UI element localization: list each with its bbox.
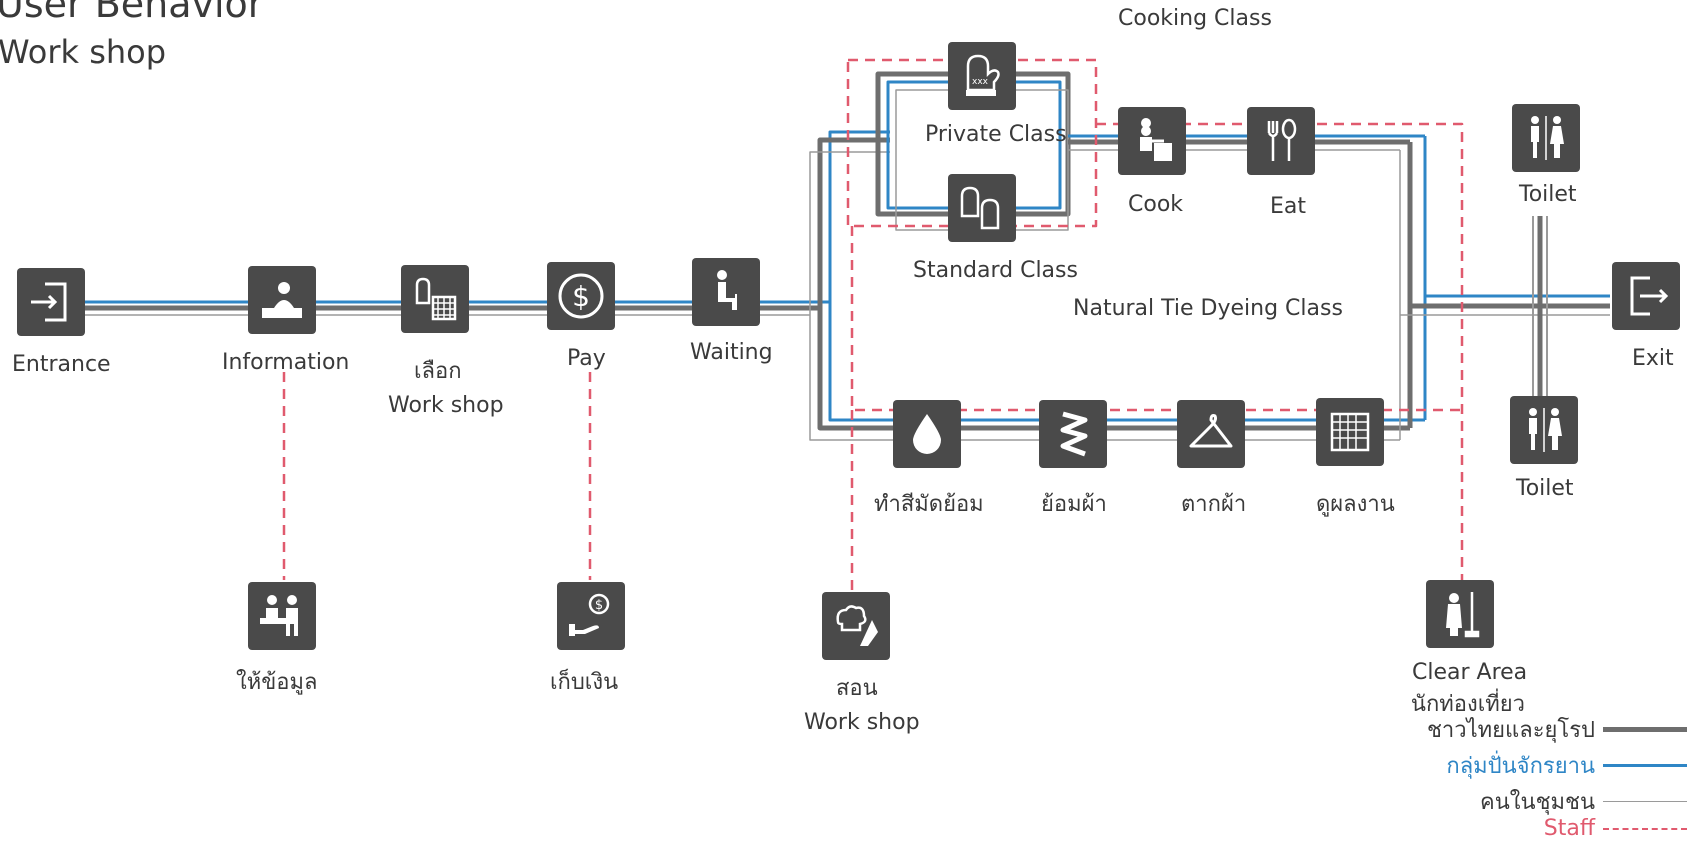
choose-workshop-node — [401, 265, 469, 333]
page-title: User Behavior — [0, 0, 264, 26]
svg-text:xxx: xxx — [972, 77, 989, 87]
teach-sub-label: Work shop — [804, 710, 920, 735]
legend-swatch-cyclist — [1603, 764, 1687, 767]
dollar-coin-icon: $ — [558, 273, 604, 319]
twisted-fabric-icon — [1060, 411, 1088, 457]
seated-person-icon — [717, 270, 737, 310]
legend-label: นักท่องเที่ยว — [1410, 692, 1525, 717]
entrance-node — [17, 268, 85, 336]
hanger-icon — [1189, 414, 1233, 448]
private-class-label: Private Class — [925, 122, 1067, 147]
clear-area-label: Clear Area — [1412, 660, 1528, 685]
information-node — [248, 266, 316, 334]
exit-door-icon — [1630, 276, 1669, 316]
choose-label: เลือก — [414, 359, 462, 384]
legend-item-tourist-heading: นักท่องเที่ยว — [1411, 686, 1525, 721]
right-join — [1399, 136, 1610, 440]
pay-label: Pay — [567, 346, 606, 371]
view-work-node — [1316, 398, 1384, 466]
view-work-label: ดูผลงาน — [1316, 492, 1395, 517]
legend-swatch-staff — [1603, 827, 1687, 830]
workshop-choice-icon — [415, 277, 457, 321]
water-drop-icon — [913, 414, 941, 454]
dry-fabric-node — [1177, 400, 1245, 468]
give-info-node — [248, 582, 316, 650]
dry-fabric-label: ตากผ้า — [1181, 492, 1247, 517]
collect-money-label: เก็บเงิน — [550, 670, 619, 695]
cook-label: Cook — [1128, 192, 1184, 217]
legend-label: ชาวไทยและยุโรป — [1426, 718, 1595, 743]
legend-label: คนในชุมชน — [1480, 790, 1595, 815]
waiting-node — [692, 258, 760, 326]
dye-fabric-node — [1039, 400, 1107, 468]
page-subtitle: Work shop — [0, 33, 167, 71]
restroom-icon — [1529, 408, 1562, 452]
waiting-label: Waiting — [690, 340, 773, 365]
eat-node — [1247, 107, 1315, 175]
chef-hat-icon — [836, 605, 878, 646]
legend-label: กลุ่มปั่นจักรยาน — [1446, 754, 1595, 779]
teach-label: สอน — [836, 676, 878, 701]
exit-label: Exit — [1632, 346, 1674, 371]
dyeing-class-title: Natural Tie Dyeing Class — [1073, 296, 1343, 321]
legend-swatch-tourist — [1603, 727, 1687, 732]
dye-color-node — [893, 400, 961, 468]
choose-sub-label: Work shop — [388, 393, 504, 418]
chef-cooking-icon — [1140, 118, 1172, 161]
private-class-node: xxx — [948, 42, 1016, 110]
toilet-top-node — [1512, 104, 1580, 172]
entrance-door-icon — [31, 282, 67, 322]
give-info-label: ให้ข้อมูล — [236, 670, 318, 695]
legend-item-staff: Staff — [1544, 816, 1687, 841]
standard-class-label: Standard Class — [913, 258, 1078, 283]
legend-label: Staff — [1543, 816, 1595, 841]
svg-text:$: $ — [595, 598, 603, 613]
cleaner-icon — [1446, 592, 1480, 638]
fork-spoon-icon — [1267, 118, 1297, 161]
toilet-bottom-label: Toilet — [1516, 476, 1574, 501]
oven-mitt-icon: xxx — [966, 54, 1000, 96]
restroom-icon — [1531, 116, 1564, 160]
information-label: Information — [222, 350, 350, 375]
cooking-class-title: Cooking Class — [1118, 6, 1272, 31]
clear-area-node — [1426, 580, 1494, 648]
dye-color-label: ทำสีมัดย้อม — [874, 492, 984, 517]
entrance-label: Entrance — [12, 352, 111, 377]
legend-item-tourist: ชาวไทยและยุโรป — [1427, 712, 1687, 747]
legend-swatch-community — [1603, 801, 1687, 802]
exit-node — [1612, 262, 1680, 330]
svg-text:$: $ — [572, 280, 590, 313]
pay-node: $ — [547, 262, 615, 330]
dye-fabric-label: ย้อมผ้า — [1041, 492, 1107, 517]
standard-class-node — [948, 174, 1016, 242]
oven-mitts-icon — [960, 186, 1000, 230]
legend-item-cyclist: กลุ่มปั่นจักรยาน — [1446, 748, 1687, 783]
fabric-pattern-icon — [1330, 412, 1370, 452]
eat-label: Eat — [1270, 194, 1307, 219]
payment-hand-icon: $ — [569, 593, 610, 636]
teach-node — [822, 592, 890, 660]
information-desk-icon — [262, 282, 302, 318]
legend-item-community: คนในชุมชน — [1480, 784, 1687, 819]
toilet-top-label: Toilet — [1519, 182, 1577, 207]
toilet-bottom-node — [1510, 396, 1578, 464]
cook-node — [1118, 107, 1186, 175]
collect-money-node: $ — [557, 582, 625, 650]
service-counter-icon — [260, 595, 298, 636]
